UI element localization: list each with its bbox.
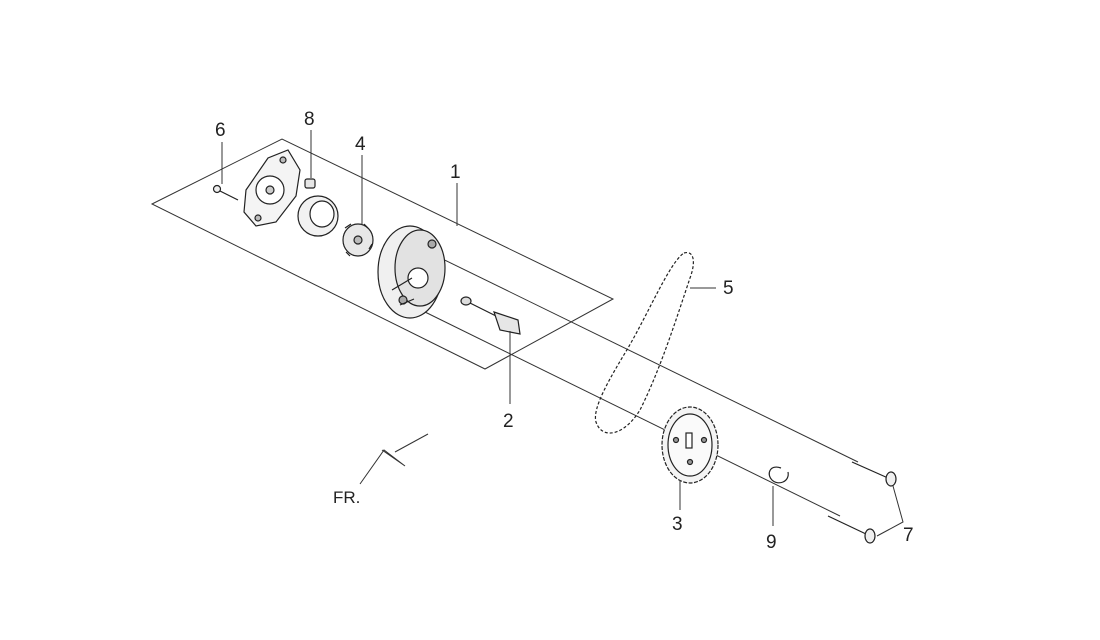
callout-3: 3 [672, 514, 683, 535]
callout-7: 7 [903, 525, 914, 546]
part-9-circlip [768, 466, 789, 484]
axis-line-upper [419, 247, 859, 463]
callout-2: 2 [503, 411, 514, 432]
part-2-shaft [460, 296, 521, 335]
part-4-inner-rotor [342, 223, 374, 257]
outer-rotor [297, 195, 339, 237]
leader-7 [876, 485, 904, 537]
callout-8: 8 [304, 109, 315, 130]
assembly-outline [150, 138, 615, 370]
part-7-bolt-lower [827, 515, 876, 544]
part-8-dowel-pin [304, 178, 316, 189]
callout-5: 5 [723, 278, 734, 299]
part-3-sprocket [661, 406, 719, 484]
front-direction-label: FR. [333, 488, 360, 507]
front-direction-arrow-icon [359, 433, 429, 485]
pump-cover-plate [243, 149, 301, 227]
pump-body [377, 225, 446, 319]
callout-1: 1 [450, 162, 461, 183]
callout-9: 9 [766, 532, 777, 553]
callout-4: 4 [355, 134, 366, 155]
part-7-bolt-upper [851, 461, 897, 487]
part-5-chain [594, 251, 694, 434]
part-6-screw [212, 184, 239, 201]
callout-6: 6 [215, 120, 226, 141]
axis-line-lower [424, 311, 841, 517]
